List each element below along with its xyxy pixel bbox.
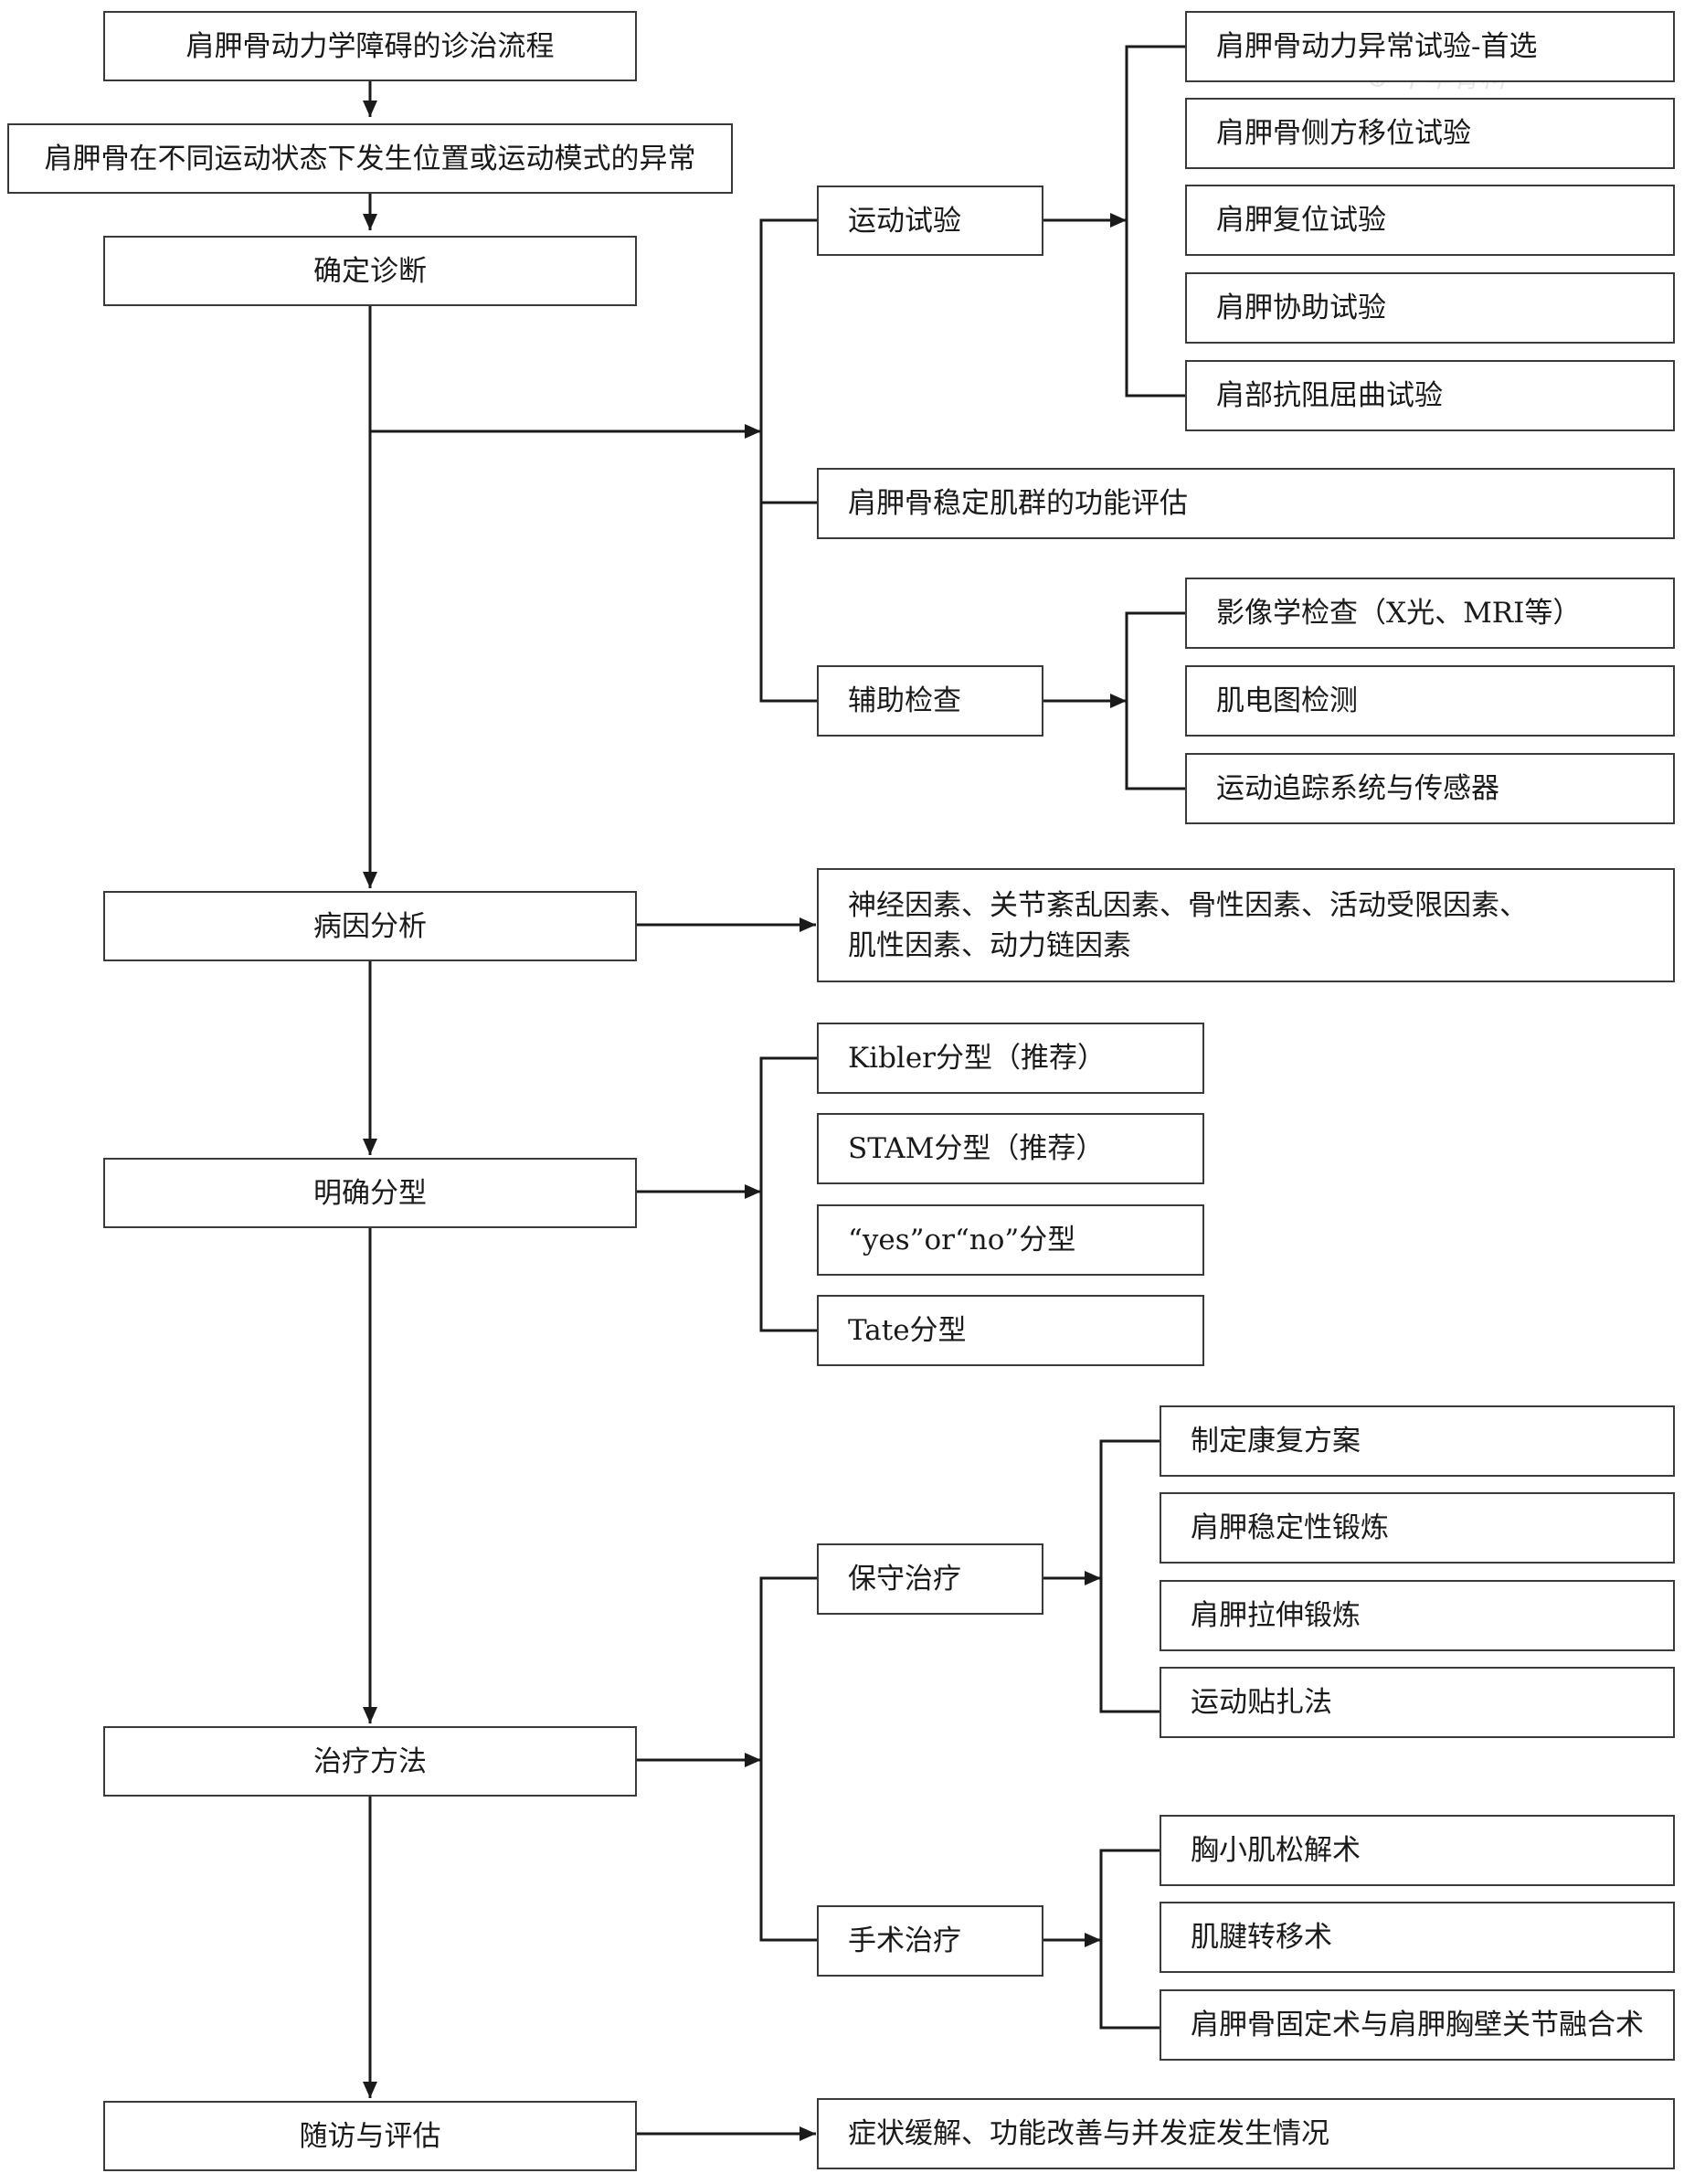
motion-test-text: 运动试验: [848, 204, 961, 238]
title-box: 肩胛骨动力学障碍的诊治流程: [103, 11, 637, 81]
auxiliary-item-text: 肌电图检测: [1216, 684, 1358, 717]
classification-type: “yes”or“no”分型: [817, 1204, 1204, 1276]
bracket-motion-tests: [1125, 45, 1185, 398]
bracket-classification: [759, 1056, 817, 1332]
auxiliary-item: 肌电图检测: [1185, 665, 1675, 737]
followup-result-text: 症状缓解、功能改善与并发症发生情况: [848, 2117, 1329, 2150]
surgical-box: 手术治疗: [817, 1905, 1043, 1977]
definition-box: 肩胛骨在不同运动状态下发生位置或运动模式的异常: [7, 123, 733, 194]
classification-type-text: Kibler分型（推荐）: [848, 1042, 1106, 1075]
diagnosis-text: 确定诊断: [313, 254, 427, 288]
stabilizer-eval-text: 肩胛骨稳定肌群的功能评估: [848, 487, 1188, 520]
surgical-item: 胸小肌松解术: [1160, 1815, 1675, 1886]
motion-test-item: 肩胛协助试验: [1185, 272, 1675, 344]
bracket-treatment: [759, 1576, 817, 1942]
stabilizer-eval-box: 肩胛骨稳定肌群的功能评估: [817, 468, 1675, 539]
motion-test-item-text: 肩胛复位试验: [1216, 204, 1386, 237]
etiology-text: 病因分析: [313, 909, 427, 943]
treatment-box: 治疗方法: [103, 1726, 637, 1797]
motion-test-item: 肩胛骨侧方移位试验: [1185, 98, 1675, 169]
bracket-diagnosis: [759, 218, 817, 703]
etiology-factors-line1: 神经因素、关节紊乱因素、骨性因素、活动受限因素、: [848, 888, 1528, 922]
treatment-text: 治疗方法: [313, 1744, 427, 1778]
auxiliary-box: 辅助检查: [817, 665, 1043, 737]
auxiliary-item-text: 运动追踪系统与传感器: [1216, 772, 1499, 805]
classification-text: 明确分型: [313, 1176, 427, 1210]
motion-test-item-text: 肩胛协助试验: [1216, 292, 1386, 324]
conservative-item-text: 肩胛拉伸锻炼: [1191, 1599, 1361, 1632]
conservative-item: 肩胛稳定性锻炼: [1160, 1492, 1675, 1564]
motion-test-item: 肩胛复位试验: [1185, 185, 1675, 256]
auxiliary-text: 辅助检查: [848, 684, 961, 717]
followup-result-box: 症状缓解、功能改善与并发症发生情况: [817, 2098, 1675, 2169]
conservative-item: 肩胛拉伸锻炼: [1160, 1580, 1675, 1651]
classification-type-text: “yes”or“no”分型: [848, 1224, 1076, 1256]
motion-test-item: 肩胛骨动力异常试验-首选: [1185, 11, 1675, 82]
classification-type: Kibler分型（推荐）: [817, 1023, 1204, 1094]
diagnosis-box: 确定诊断: [103, 236, 637, 306]
motion-test-item: 肩部抗阻屈曲试验: [1185, 360, 1675, 431]
surgical-item: 肌腱转移术: [1160, 1902, 1675, 1973]
conservative-box: 保守治疗: [817, 1543, 1043, 1615]
motion-test-box: 运动试验: [817, 186, 1043, 256]
surgical-text: 手术治疗: [848, 1924, 961, 1957]
bracket-auxiliary: [1125, 611, 1185, 790]
etiology-factors-line2: 肌性因素、动力链因素: [848, 928, 1131, 962]
etiology-factors-box: 神经因素、关节紊乱因素、骨性因素、活动受限因素、 肌性因素、动力链因素: [817, 868, 1675, 982]
conservative-item-text: 制定康复方案: [1191, 1425, 1361, 1458]
auxiliary-item: 运动追踪系统与传感器: [1185, 753, 1675, 824]
bracket-conservative: [1099, 1439, 1160, 1713]
surgical-item-text: 胸小肌松解术: [1191, 1834, 1361, 1867]
classification-box: 明确分型: [103, 1158, 637, 1228]
title-text: 肩胛骨动力学障碍的诊治流程: [185, 29, 555, 63]
auxiliary-item-text: 影像学检查（X光、MRI等）: [1216, 597, 1582, 630]
classification-type: STAM分型（推荐）: [817, 1113, 1204, 1184]
followup-text: 随访与评估: [299, 2119, 441, 2153]
conservative-text: 保守治疗: [848, 1563, 961, 1596]
classification-type-text: Tate分型: [848, 1314, 967, 1347]
motion-test-item-text: 肩胛骨动力异常试验-首选: [1216, 30, 1538, 63]
etiology-factors-text: 神经因素、关节紊乱因素、骨性因素、活动受限因素、 肌性因素、动力链因素: [848, 885, 1528, 966]
followup-box: 随访与评估: [103, 2101, 637, 2171]
auxiliary-item: 影像学检查（X光、MRI等）: [1185, 578, 1675, 649]
conservative-item: 运动贴扎法: [1160, 1667, 1675, 1738]
conservative-item: 制定康复方案: [1160, 1405, 1675, 1477]
conservative-item-text: 运动贴扎法: [1191, 1686, 1332, 1719]
bracket-surgical: [1099, 1849, 1160, 2030]
surgical-item-text: 肌腱转移术: [1191, 1921, 1332, 1954]
etiology-box: 病因分析: [103, 891, 637, 961]
surgical-item: 肩胛骨固定术与肩胛胸壁关节融合术: [1160, 1989, 1675, 2061]
motion-test-item-text: 肩胛骨侧方移位试验: [1216, 117, 1471, 150]
definition-text: 肩胛骨在不同运动状态下发生位置或运动模式的异常: [44, 142, 696, 175]
conservative-item-text: 肩胛稳定性锻炼: [1191, 1511, 1389, 1544]
classification-type-text: STAM分型（推荐）: [848, 1132, 1105, 1165]
surgical-item-text: 肩胛骨固定术与肩胛胸壁关节融合术: [1191, 2009, 1644, 2041]
classification-type: Tate分型: [817, 1295, 1204, 1366]
motion-test-item-text: 肩部抗阻屈曲试验: [1216, 379, 1443, 412]
